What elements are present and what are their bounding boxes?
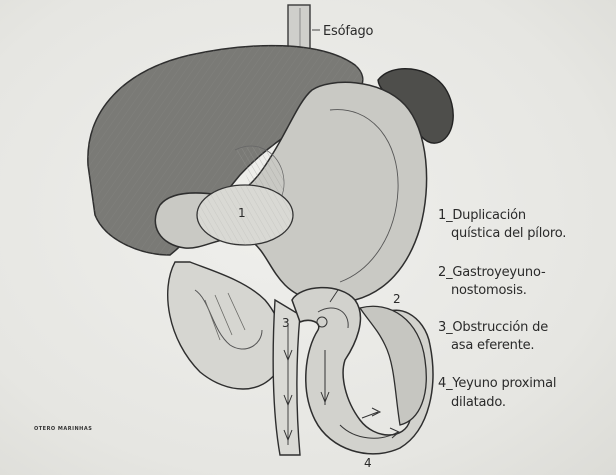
esophagus-label: Esófago (323, 24, 373, 39)
artist-signature: OTERO MARINHAS (34, 422, 92, 437)
legend-item-2-line1: 2_Gastroyeyuno- (438, 265, 545, 280)
legend-item-4-line1: 4_Yeyuno proximal (438, 376, 556, 391)
intestinal-loops-left (168, 262, 284, 389)
legend-item-3-line1: 3_Obstrucción de (438, 320, 548, 335)
marker-2: 2 (393, 292, 400, 307)
legend-item-1-line2: quística del píloro. (451, 226, 566, 241)
legend-item-2-line2: nostomosis. (451, 283, 527, 298)
marker-1: 1 (238, 206, 245, 221)
legend-item-1-line1: 1_Duplicación (438, 208, 526, 223)
marker-3: 3 (282, 316, 289, 331)
marker-4: 4 (364, 456, 371, 471)
legend-item-3-line2: asa eferente. (451, 338, 534, 353)
legend-item-4-line2: dilatado. (451, 395, 506, 410)
